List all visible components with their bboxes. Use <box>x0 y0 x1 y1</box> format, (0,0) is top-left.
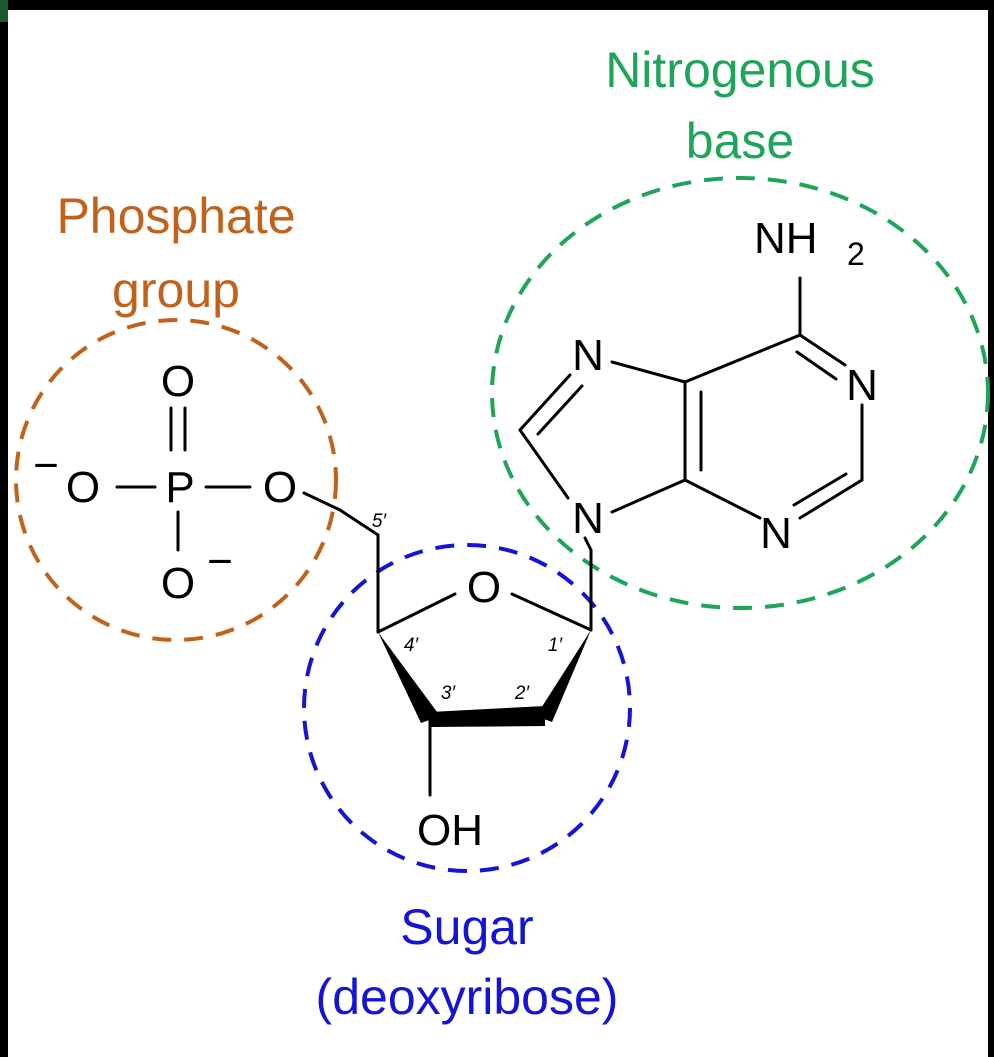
base-label-line1: Nitrogenous <box>605 42 875 98</box>
diagram-panel <box>8 10 988 1057</box>
phosphate-oxygen-bottom: O <box>161 559 195 608</box>
window-right-border <box>988 0 994 1057</box>
amino-subscript: 2 <box>847 236 865 272</box>
phosphorus-atom: P <box>165 463 194 512</box>
bridging-oxygen: O <box>263 463 297 512</box>
base-label-line2: base <box>686 113 794 169</box>
phosphate-bonds <box>115 406 380 552</box>
window-left-border <box>0 0 8 1057</box>
nitrogen-n3: N <box>760 509 792 558</box>
carbon-1-label: 1′ <box>548 635 564 656</box>
phosphate-double-bond-oxygen: O <box>161 357 195 406</box>
sugar-wedge-c4-c3 <box>378 632 440 723</box>
phosphate-label-line1: Phosphate <box>56 188 295 244</box>
carbon-3-label: 3′ <box>441 683 457 704</box>
phosphate-label-line2: group <box>112 262 240 318</box>
phosphate-charge-left: − <box>33 441 59 490</box>
phosphate-group-circle <box>14 318 338 642</box>
nitrogenous-base-circle <box>490 176 990 610</box>
ring-oxygen: O <box>467 563 501 612</box>
carbon-5-label: 5′ <box>372 511 388 532</box>
carbon-2-label: 2′ <box>514 683 531 704</box>
sugar-wedge-c3-c2 <box>430 706 545 727</box>
sugar-label-line1: Sugar <box>400 899 533 955</box>
sugar-label-line2: (deoxyribose) <box>316 969 619 1025</box>
amino-group: NH <box>754 214 818 263</box>
sugar-bonds <box>376 533 593 797</box>
sugar-wedge-c2-c1 <box>536 630 591 722</box>
sugar-circle <box>302 543 632 873</box>
nitrogen-n1: N <box>846 361 878 410</box>
carbon-4-label: 4′ <box>404 635 420 656</box>
nitrogen-n7: N <box>572 331 604 380</box>
base-bonds <box>518 276 864 552</box>
phosphate-oxygen-left: O <box>66 463 100 512</box>
phosphate-charge-bottom: − <box>207 537 233 586</box>
window-corner-accent <box>0 0 8 22</box>
nitrogen-n9: N <box>572 494 604 543</box>
window-top-border <box>0 0 994 10</box>
hydroxyl-group: OH <box>417 806 483 855</box>
